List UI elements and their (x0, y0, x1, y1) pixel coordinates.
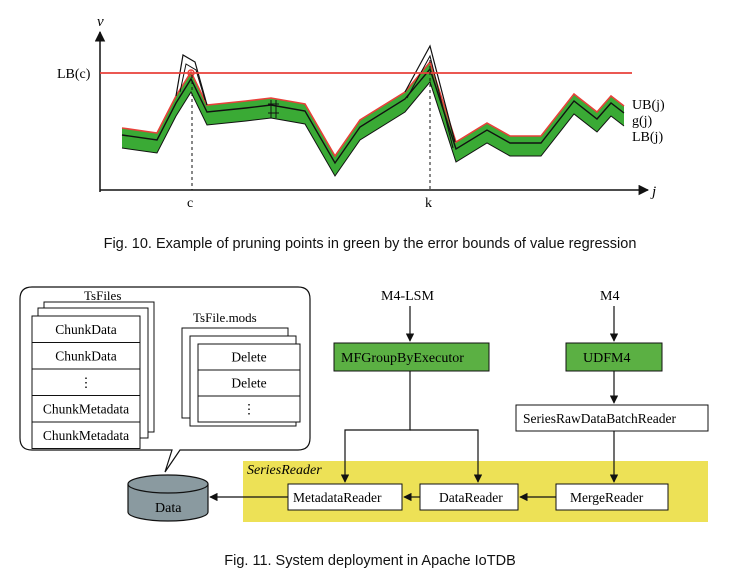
tick-label-k: k (425, 196, 432, 211)
tsfiles-cell (31, 395, 141, 423)
tsfiles-cell (31, 315, 141, 343)
figure-10-caption: Fig. 10. Example of pruning points in gr… (103, 236, 637, 252)
figure-11-caption: Fig. 11. System deployment in Apache IoT… (224, 553, 516, 569)
point-c-marker (187, 69, 195, 77)
tsfiles-cell (31, 421, 141, 449)
data-reader-label: DataReader (439, 490, 503, 505)
upper-bound-curve (121, 60, 625, 158)
label-ub: UB(j) (632, 98, 665, 113)
mfgroup-box (333, 342, 490, 372)
mods-row-label: Delete (231, 350, 266, 365)
mods-cell (197, 395, 301, 423)
peak-c-outline (175, 54, 208, 106)
merge-reader-box (555, 483, 669, 511)
tsfiles-row-label: ⋮ (79, 375, 93, 390)
metadata-reader-label: MetadataReader (293, 490, 382, 505)
tsfiles-cell (31, 368, 141, 396)
tsfiles-row-label: ChunkData (55, 349, 117, 364)
metadata-reader-box (287, 483, 403, 511)
label-g: g(j) (632, 114, 653, 129)
tsfiles-row-label: ChunkData (55, 322, 117, 337)
threshold-label: LB(c) (57, 67, 91, 82)
data-label: Data (155, 501, 182, 516)
connector-arrows (209, 306, 619, 502)
g-curve (121, 67, 625, 165)
tsfiles-row-label: ChunkMetadata (43, 428, 129, 443)
m4lsm-label: M4-LSM (381, 289, 434, 304)
udfm4-label: UDFM4 (583, 351, 630, 366)
mods-row-label: Delete (231, 376, 266, 391)
figure-11: SeriesReader TsFiles ChunkDataChunkData⋮… (19, 286, 709, 522)
label-lb: LB(j) (632, 130, 663, 145)
tsfiles-cell (31, 342, 141, 370)
x-axis-label: j (650, 184, 656, 200)
peak-k-inner (406, 54, 454, 149)
peak-c-inner (179, 63, 206, 101)
lower-bound-curve (121, 80, 625, 177)
tsfiles-table: ChunkDataChunkData⋮ChunkMetadataChunkMet… (31, 315, 141, 449)
figure-10: v j LB(c) c k UB(j) g(j) (57, 14, 665, 211)
seriesraw-box (515, 404, 709, 432)
tsfiles-title: TsFiles (84, 288, 121, 303)
tick-label-c: c (187, 196, 193, 211)
y-axis-label: v (97, 14, 104, 30)
mods-cell (197, 343, 301, 371)
error-bars (268, 100, 279, 118)
udfm4-box (565, 342, 663, 372)
seriesraw-label: SeriesRawDataBatchReader (523, 411, 676, 426)
series-reader-label: SeriesReader (247, 463, 322, 478)
mods-title: TsFile.mods (193, 310, 257, 325)
peak-k-outline (404, 44, 456, 143)
merge-reader-label: MergeReader (570, 490, 644, 505)
m4-label: M4 (600, 289, 619, 304)
tsfiles-row-label: ChunkMetadata (43, 402, 129, 417)
mods-row-label: ⋮ (242, 402, 256, 417)
mods-cell (197, 369, 301, 397)
mfgroup-label: MFGroupByExecutor (341, 351, 464, 366)
data-cylinder: Data (127, 474, 209, 522)
